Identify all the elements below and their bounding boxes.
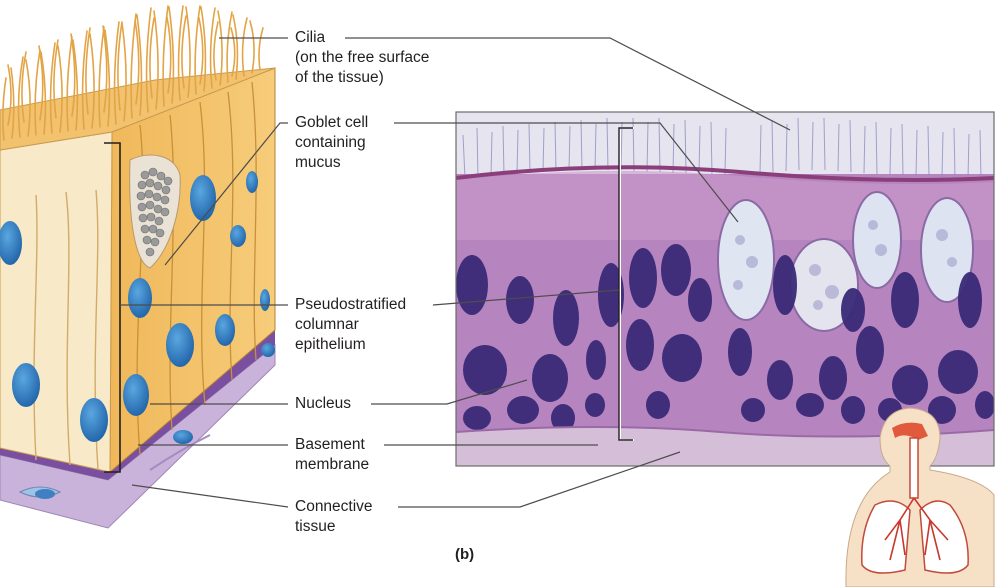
- basement-membrane-layer: [0, 330, 275, 480]
- label-cilia: Cilia (on the free surface of the tissue…: [295, 29, 430, 86]
- tissue-block-illustration: [0, 5, 276, 529]
- label-connective-tissue: Connective tissue: [295, 498, 373, 535]
- micrograph-nuclei: [456, 244, 994, 432]
- leader-pseudo: [120, 289, 620, 306]
- leader-connective: [131, 451, 681, 508]
- label-pseudostratified: Pseudostratified columnar epithelium: [295, 296, 407, 353]
- leader-cilia: [219, 37, 791, 131]
- label-basement-membrane: Basement membrane: [295, 436, 370, 473]
- leader-lines: [120, 37, 791, 508]
- respiratory-system-inset: [845, 407, 995, 587]
- micrograph: [456, 112, 994, 466]
- panel-label: (b): [455, 546, 475, 563]
- leader-goblet: [164, 122, 739, 266]
- leader-nucleus: [150, 379, 528, 405]
- label-goblet-cell: Goblet cell containing mucus: [295, 114, 369, 171]
- cilia-illustration: [2, 5, 264, 141]
- label-nucleus: Nucleus: [295, 395, 351, 412]
